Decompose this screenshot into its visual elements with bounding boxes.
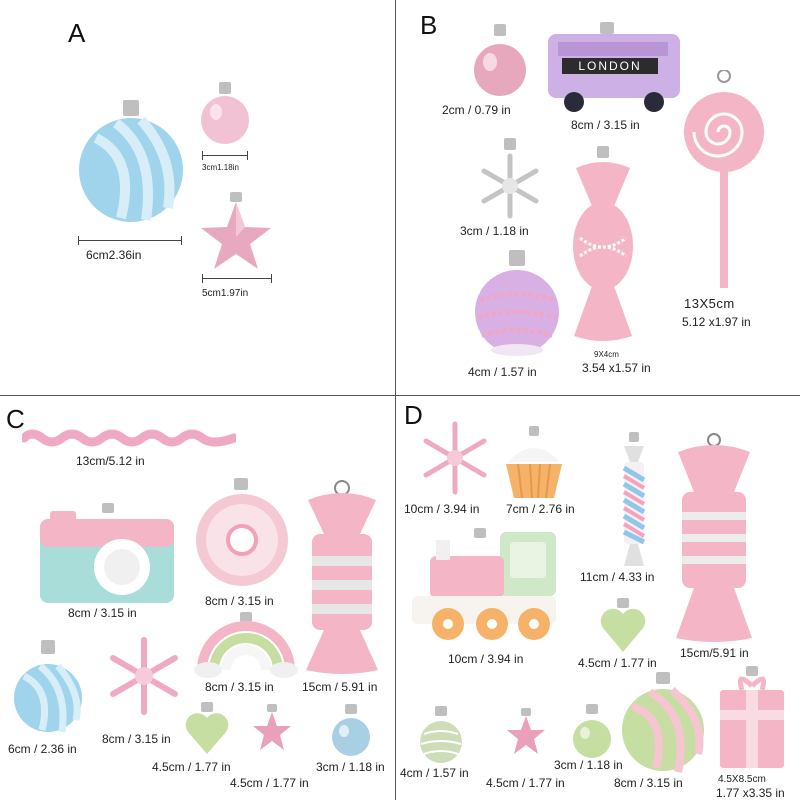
- cupcake-icon: [502, 426, 566, 500]
- green-ball-icon: [572, 704, 612, 760]
- size-label: 8cm / 3.15 in: [205, 594, 274, 608]
- size-label: 4.5cm / 1.77 in: [152, 760, 231, 774]
- london-bus-icon: LONDON: [544, 22, 684, 112]
- size-label: 8cm / 3.15 in: [68, 606, 137, 620]
- camera-icon: [40, 503, 174, 605]
- size-label: 7cm / 2.76 in: [506, 502, 575, 516]
- blue-striped-ball-icon: [76, 98, 186, 228]
- rainbow-icon: [194, 612, 298, 678]
- size-label: 5.12 x1.97 in: [682, 315, 751, 329]
- blue-striped-ball-icon: [12, 640, 84, 738]
- size-label: 3cm / 1.18 in: [460, 224, 529, 238]
- size-label: 6cm / 2.36 in: [8, 742, 77, 756]
- quadrant-label-b: B: [420, 10, 438, 40]
- size-label: 8cm / 3.15 in: [614, 776, 683, 790]
- size-label: 10cm / 3.94 in: [404, 502, 480, 516]
- gift-box-icon: [716, 666, 788, 770]
- pink-snowflake-icon: [420, 420, 490, 496]
- size-label: 10cm / 3.94 in: [448, 652, 524, 666]
- size-label: 2cm / 0.79 in: [442, 103, 511, 117]
- size-label: 4cm / 1.57 in: [468, 365, 537, 379]
- size-label: 15cm / 5.91 in: [302, 680, 378, 694]
- size-label: 4.5cm / 1.77 in: [578, 656, 657, 670]
- pink-ball-icon: [200, 80, 250, 146]
- lollipop-icon: [684, 70, 770, 290]
- size-label: 3cm / 1.18 in: [316, 760, 385, 774]
- purple-glitter-ball-icon: [472, 250, 562, 360]
- size-label: 4.5cm / 1.77 in: [230, 776, 309, 790]
- silver-snowflake-icon: [478, 138, 542, 220]
- measure-line: [78, 236, 182, 245]
- pink-icicle-icon: [22, 428, 236, 448]
- size-label: 3.54 x1.57 in: [582, 361, 651, 375]
- pink-snowflake-icon: [104, 636, 184, 716]
- size-label: 11cm / 4.33 in: [580, 570, 655, 584]
- size-label: 1.77 x3.35 in: [716, 786, 785, 800]
- size-label: 13cm/5.12 in: [76, 454, 145, 468]
- horizontal-divider: [0, 395, 800, 396]
- quadrant-label-d: D: [404, 400, 423, 430]
- measure-line: [202, 151, 248, 160]
- size-label: 4cm / 1.57 in: [400, 766, 469, 780]
- green-ball-icon: [418, 706, 464, 766]
- measure-line: [202, 274, 272, 283]
- donut-icon: [192, 478, 292, 590]
- size-label: 15cm/5.91 in: [680, 646, 749, 660]
- candy-stick-icon: [618, 432, 650, 572]
- pink-candy-icon: [566, 146, 640, 346]
- train-icon: [410, 528, 560, 646]
- blue-ball-icon: [330, 704, 372, 758]
- size-label: 4.5X8.5cm: [718, 774, 766, 785]
- bus-sign-text: LONDON: [578, 59, 641, 73]
- pink-star-icon: [506, 708, 546, 760]
- size-label: 8cm / 3.15 in: [102, 732, 171, 746]
- pink-star-icon: [198, 192, 274, 272]
- pink-candy-icon: [674, 432, 754, 644]
- size-label: 8cm / 3.15 in: [571, 118, 640, 132]
- size-label: 3cm1.18in: [202, 163, 239, 172]
- vertical-divider: [395, 0, 396, 800]
- quadrant-label-c: C: [6, 404, 25, 434]
- size-label: 8cm / 3.15 in: [205, 680, 274, 694]
- quadrant-label-a: A: [68, 18, 86, 48]
- size-label: 6cm2.36in: [86, 248, 142, 262]
- green-striped-ball-icon: [620, 672, 706, 774]
- green-heart-icon: [600, 598, 646, 654]
- pink-star-icon: [252, 704, 292, 756]
- pink-candy-icon: [302, 478, 382, 674]
- green-heart-icon: [184, 702, 230, 756]
- pink-ball-icon: [472, 22, 528, 98]
- size-label: 3cm / 1.18 in: [554, 758, 623, 772]
- size-label: 5cm1.97in: [202, 288, 249, 299]
- size-label: 13X5cm: [684, 296, 735, 311]
- size-label: 4.5cm / 1.77 in: [486, 776, 565, 790]
- size-label: 9X4cm: [594, 350, 619, 359]
